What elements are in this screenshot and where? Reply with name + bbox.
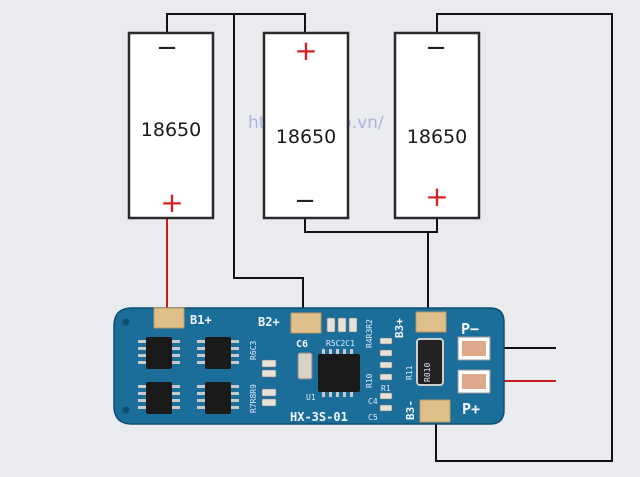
pad-b3-minus: [419, 399, 451, 423]
mounting-hole: [122, 406, 130, 414]
wire-b2-tap: [233, 14, 304, 316]
label-b3-plus: B3+: [393, 318, 406, 338]
label-c4: C4: [368, 397, 378, 406]
mosfet-chip: [205, 337, 231, 369]
controller-ic-legs: [322, 349, 353, 397]
label-r5c2c1: R5C2C1: [326, 339, 355, 348]
label-r7r8r9: R7R8R9: [249, 384, 258, 413]
pad-b3-plus: [415, 311, 447, 333]
shunt-resistor: [416, 338, 444, 386]
capacitor-c6: [297, 352, 313, 380]
label-r4r3r2: R4R3R2: [365, 319, 374, 348]
pad-b2: [290, 312, 322, 334]
label-u1: U1: [306, 393, 316, 402]
label-b3-minus: B3-: [404, 400, 417, 420]
cell-body: [262, 31, 350, 220]
label-r10: R10: [365, 373, 374, 388]
cell-label: 18650: [276, 126, 336, 148]
pad-p-minus: [462, 341, 486, 356]
label-c5: C5: [368, 413, 378, 422]
cell-body: [393, 31, 481, 220]
label-b2: B2+: [258, 315, 280, 329]
mosfet-chip: [205, 382, 231, 414]
battery-cell-2: + 18650 −: [262, 31, 350, 220]
wire-cell2-neg-to-cell3-pos: [304, 218, 438, 233]
cell-bottom-sign: −: [294, 186, 316, 216]
label-r010: R010: [423, 363, 432, 382]
battery-cell-3: − 18650 +: [393, 31, 481, 220]
mounting-hole: [122, 318, 130, 326]
label-r6c3: R6C3: [249, 341, 258, 360]
cell-bottom-sign: +: [425, 180, 448, 213]
pad-b1: [153, 307, 185, 329]
label-r11: R11: [405, 365, 414, 380]
mosfet-chips: [146, 337, 231, 414]
label-b1: B1+: [190, 313, 212, 327]
label-r1: R1: [381, 384, 391, 393]
bms-board: B1+ B2+ B3+ B3- P− P+ HX-3S-01: [113, 307, 505, 425]
label-c6: C6: [296, 339, 308, 350]
board-model: HX-3S-01: [290, 410, 348, 424]
label-p-plus: P+: [462, 400, 480, 418]
mosfet-legs: [138, 340, 239, 409]
mosfet-chip: [146, 337, 172, 369]
mosfet-chip: [146, 382, 172, 414]
battery-cell-1: − 18650 +: [127, 31, 215, 220]
cell-body: [127, 31, 215, 220]
cell-top-sign: −: [156, 33, 178, 63]
cell-top-sign: +: [294, 34, 317, 67]
wire-cell1-neg-to-cell2-pos: [166, 13, 306, 33]
passive-components: [261, 317, 393, 412]
wire-cell3-neg-to-b3minus: [435, 13, 613, 462]
cell-top-sign: −: [425, 33, 447, 63]
cell-bottom-sign: +: [160, 186, 183, 219]
label-p-minus: P−: [461, 320, 479, 338]
cell-label: 18650: [407, 126, 467, 148]
wires: [166, 13, 613, 462]
controller-ic: [318, 354, 360, 392]
pad-p-plus: [462, 374, 486, 389]
cell-label: 18650: [141, 119, 201, 141]
